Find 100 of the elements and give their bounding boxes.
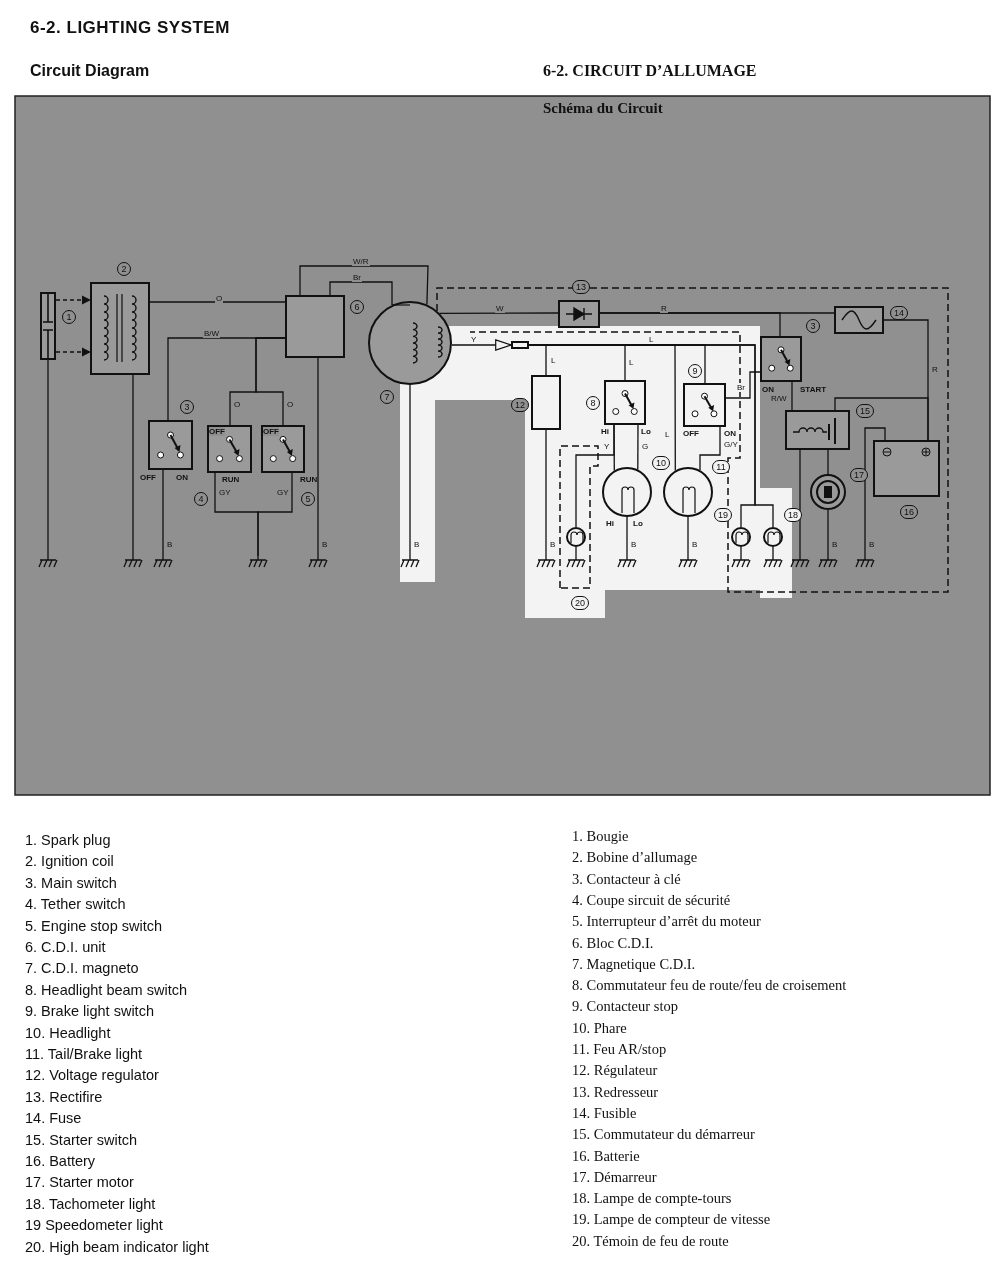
list-item: 10. Phare [572, 1019, 627, 1037]
wire-label: B [691, 540, 699, 549]
wire-label: GY [276, 488, 290, 497]
list-item: 5. Engine stop switch [25, 917, 163, 934]
terminal-label: ON [176, 473, 188, 482]
list-item: 5. Interrupteur d’arrêt du moteur [572, 913, 761, 931]
wire-label: B [831, 540, 839, 549]
list-item: 17. Démarreur [572, 1168, 657, 1186]
wire [47, 359, 49, 557]
wire [575, 546, 577, 557]
list-item: 13. Redresseur [572, 1083, 659, 1101]
heading: 6-2. LIGHTING SYSTEM [30, 18, 230, 38]
list-item: 12. Voltage regulator [25, 1067, 159, 1084]
list-item: 17. Starter motor [25, 1174, 134, 1191]
wire-label: R [660, 304, 668, 313]
list-item: 10. Headlight [25, 1024, 111, 1041]
list-item: 18. Lampe de compte-tours [572, 1190, 732, 1208]
list-item: 8. Headlight beam switch [25, 981, 187, 998]
wire [799, 449, 801, 557]
list-item: 15. Commutateur du démarreur [572, 1126, 755, 1144]
list-item: 19 Speedometer light [25, 1217, 163, 1234]
list-item: 15. Starter switch [25, 1131, 137, 1148]
terminal-label: START [800, 385, 827, 394]
wire-label: R/W [770, 394, 788, 403]
wire [545, 429, 547, 557]
wire [255, 337, 286, 426]
list-item: 9. Brake light switch [25, 1003, 154, 1020]
wire-label: B [868, 540, 876, 549]
wire-label: B [413, 540, 421, 549]
dashed-arrow [55, 347, 91, 357]
wire-label: L [664, 430, 671, 439]
list-item: 16. Batterie [572, 1147, 640, 1165]
wire-label: L [550, 356, 557, 365]
list-item: 13. Rectifire [25, 1088, 103, 1105]
wire [162, 469, 164, 557]
heading: 6-2. CIRCUIT D’ALLUMAGE [543, 62, 757, 80]
list-item: 12. Régulateur [572, 1062, 658, 1080]
dashed-arrow [55, 295, 91, 305]
wire-label: G/Y [723, 440, 739, 449]
wire-label: O [233, 400, 242, 409]
terminal-label: Hi [601, 427, 609, 436]
terminal-label: Hi [606, 519, 614, 528]
list-item: 9. Contacteur stop [572, 998, 678, 1016]
terminal-label: RUN [300, 475, 318, 484]
wire-label: Y [470, 335, 478, 344]
wire-label: GY [218, 488, 232, 497]
list-item: 7. C.D.I. magneto [25, 960, 139, 977]
list-item: 11. Feu AR/stop [572, 1041, 667, 1058]
terminal-label: OFF [683, 429, 699, 438]
wire [599, 312, 781, 337]
wire [439, 312, 559, 314]
wire [257, 472, 293, 557]
wire [299, 265, 429, 306]
wire-label: O [215, 294, 224, 303]
list-item: 11. Tail/Brake light [25, 1046, 143, 1062]
wire [132, 374, 134, 557]
wire [827, 509, 829, 557]
wire-label: O [286, 400, 295, 409]
list-item: 8. Commutateur feu de route/feu de croisement [572, 977, 847, 995]
wire [409, 384, 411, 557]
terminal-label: RUN [222, 475, 240, 484]
list-item: 3. Contacteur à clé [572, 870, 681, 888]
terminal-label: ON [724, 429, 736, 438]
list-item: 14. Fuse [25, 1110, 82, 1127]
wire-label: B [166, 540, 174, 549]
wire [149, 301, 286, 303]
terminal-label: OFF [263, 427, 279, 436]
wire [637, 424, 639, 471]
list-item: 4. Tether switch [25, 896, 126, 913]
wire-label: G [641, 442, 650, 451]
wire [699, 426, 721, 471]
wire [575, 424, 615, 528]
wire-label: W [495, 304, 505, 313]
wire [626, 516, 628, 557]
wire [834, 397, 929, 441]
list-item: 20. Témoin de feu de route [572, 1232, 729, 1250]
wire [772, 546, 774, 557]
wire [740, 546, 742, 557]
list-item: 3. Main switch [25, 874, 117, 891]
list-item: 4. Coupe sircuit de sécurité [572, 891, 731, 909]
wire-label: B [321, 540, 329, 549]
list-item: 2. Ignition coil [25, 853, 114, 870]
terminal-label: Lo [641, 427, 651, 436]
list-item: 1. Bougie [572, 828, 629, 845]
wire-label: W/R [352, 257, 370, 266]
list-item: 6. C.D.I. unit [25, 939, 106, 955]
wire-label: Br [352, 273, 362, 282]
list-item: 2. Bobine d’allumage [572, 849, 698, 867]
list-item: 18. Tachometer light [25, 1195, 156, 1212]
wire [791, 381, 793, 411]
wire [725, 371, 761, 399]
terminal-label: OFF [140, 473, 156, 482]
list-item: 16. Battery [25, 1153, 96, 1169]
wire [317, 357, 319, 557]
list-item: 14. Fusible [572, 1104, 637, 1122]
list-item: 1. Spark plug [25, 832, 111, 848]
list-item: 6. Bloc C.D.I. [572, 934, 654, 952]
wire-label: L [628, 358, 635, 367]
wire-label: Y [603, 442, 611, 451]
wire [827, 449, 829, 475]
